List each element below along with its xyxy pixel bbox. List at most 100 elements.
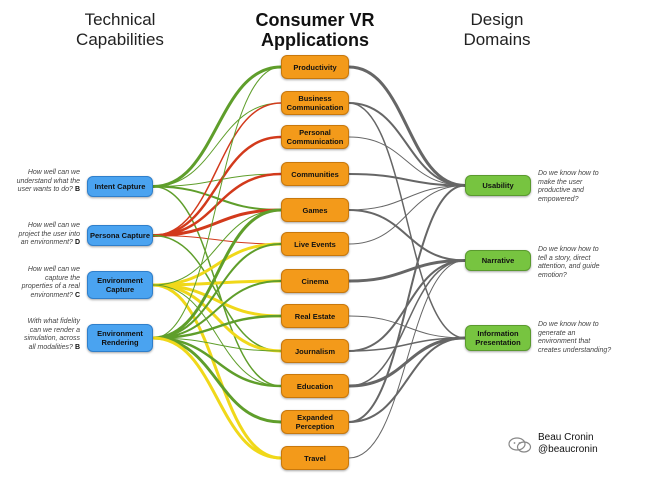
link-persona-personal (151, 135, 283, 237)
link-envcap-education (152, 284, 282, 387)
node-label: Journalism (294, 346, 335, 356)
link-expanded-info (348, 337, 466, 423)
question-line: Do we know how to (538, 321, 599, 328)
tech-node-intent: Intent Capture (87, 176, 153, 197)
header-line: Applications (260, 30, 369, 50)
question-text: an environment? (20, 239, 73, 246)
question-line: How well can we (19, 222, 80, 231)
question-line: environment that (538, 338, 591, 345)
question-line: capture the (22, 275, 80, 284)
link-live-usability (348, 185, 466, 245)
question-text: all modalities? (28, 343, 73, 351)
link-envcap-live (151, 242, 283, 287)
question-text: user wants to do? (17, 186, 73, 193)
link-intent-education (152, 185, 282, 387)
header-line: Capabilities (76, 30, 164, 49)
dom-node-info: Information Presentation (465, 325, 531, 351)
node-label: Environment Capture (97, 276, 143, 294)
link-expanded-usability (348, 184, 466, 423)
question-text: understand what the (16, 177, 80, 185)
app-node-cinema: Cinema (281, 269, 349, 293)
question-text: How well can we (27, 266, 80, 273)
question-text: With what fidelity (27, 318, 80, 325)
app-node-communities: Communities (281, 162, 349, 186)
header-technical-capabilities: Technical Capabilities (60, 10, 180, 50)
node-label: Live Events (294, 239, 336, 249)
app-node-travel: Travel (281, 446, 349, 470)
question-line: tell a story, direct (538, 254, 591, 262)
question-text: How well can we (27, 222, 80, 229)
question-text: project the user into (18, 230, 80, 238)
question-line: How well can we (22, 266, 80, 275)
question-line: can we render a (24, 327, 80, 336)
question-line: How well can we (17, 169, 80, 178)
question-grade: B (74, 343, 80, 351)
node-label: Expanded Perception (295, 413, 335, 431)
link-envcap-games (152, 209, 282, 286)
link-business-usability (348, 102, 466, 187)
node-label: Usability (482, 181, 514, 190)
link-intent-games (152, 185, 282, 211)
link-communities-usability (348, 173, 466, 187)
tech-node-envren: Environment Rendering (87, 324, 153, 352)
header-line: Design (470, 10, 524, 29)
app-node-games: Games (281, 198, 349, 222)
question-text: capture the (44, 274, 80, 282)
node-label: Personal Communication (286, 128, 344, 146)
author-credit: Beau Cronin @beaucronin (538, 432, 598, 456)
question-line: generate an (538, 329, 576, 337)
node-label: Intent Capture (94, 182, 146, 191)
author-name: Beau Cronin (538, 432, 594, 443)
app-node-personal: Personal Communication (281, 125, 349, 149)
header-consumer-vr-applications: Consumer VR Applications (245, 10, 385, 50)
app-node-live: Live Events (281, 232, 349, 256)
link-education-narrative (348, 259, 466, 387)
app-node-expanded: Expanded Perception (281, 410, 349, 434)
node-label: Games (302, 205, 328, 215)
link-envren-productivity (152, 66, 282, 339)
link-persona-communities (151, 172, 283, 237)
link-envcap-travel (151, 283, 283, 460)
header-line: Consumer VR (255, 10, 375, 30)
question-line: productive and (538, 187, 584, 194)
question-grade: C (74, 291, 80, 299)
node-label: Real Estate (294, 311, 336, 321)
wechat-icon (508, 437, 532, 453)
link-persona-journalism (152, 234, 282, 352)
link-travel-narrative (348, 260, 466, 459)
link-envren-games (151, 208, 283, 340)
node-label: Information Presentation (475, 329, 521, 347)
question-line: Do we know how to (538, 246, 599, 253)
question-line: With what fidelity (24, 318, 80, 327)
app-node-journalism: Journalism (281, 339, 349, 363)
link-envcap-journalism (151, 283, 283, 353)
question-line: user wants to do?B (17, 186, 80, 195)
link-productivity-usability (347, 65, 467, 187)
question-line: Do we know how to (538, 170, 599, 177)
link-realestate-info (348, 315, 466, 339)
app-node-productivity: Productivity (281, 55, 349, 79)
header-design-domains: Design Domains (452, 10, 542, 50)
node-label: Narrative (481, 256, 515, 265)
node-label: Environment Rendering (97, 329, 143, 347)
author-handle: @beaucronin (538, 444, 598, 455)
question-line: understand what the (17, 178, 80, 187)
dom-node-usability: Usability (465, 175, 531, 196)
link-envren-realestate (151, 314, 283, 340)
node-label: Productivity (293, 62, 337, 72)
link-intent-business (152, 102, 282, 187)
node-label: Education (296, 381, 334, 391)
link-games-narrative (348, 209, 466, 262)
link-personal-usability (348, 136, 466, 186)
link-intent-communities (152, 173, 282, 187)
question-line: make the user (538, 178, 583, 186)
question-text: simulation, across (23, 335, 80, 342)
link-business-info (348, 102, 466, 339)
question-line: creates understanding? (538, 346, 612, 354)
link-persona-live (152, 235, 282, 245)
